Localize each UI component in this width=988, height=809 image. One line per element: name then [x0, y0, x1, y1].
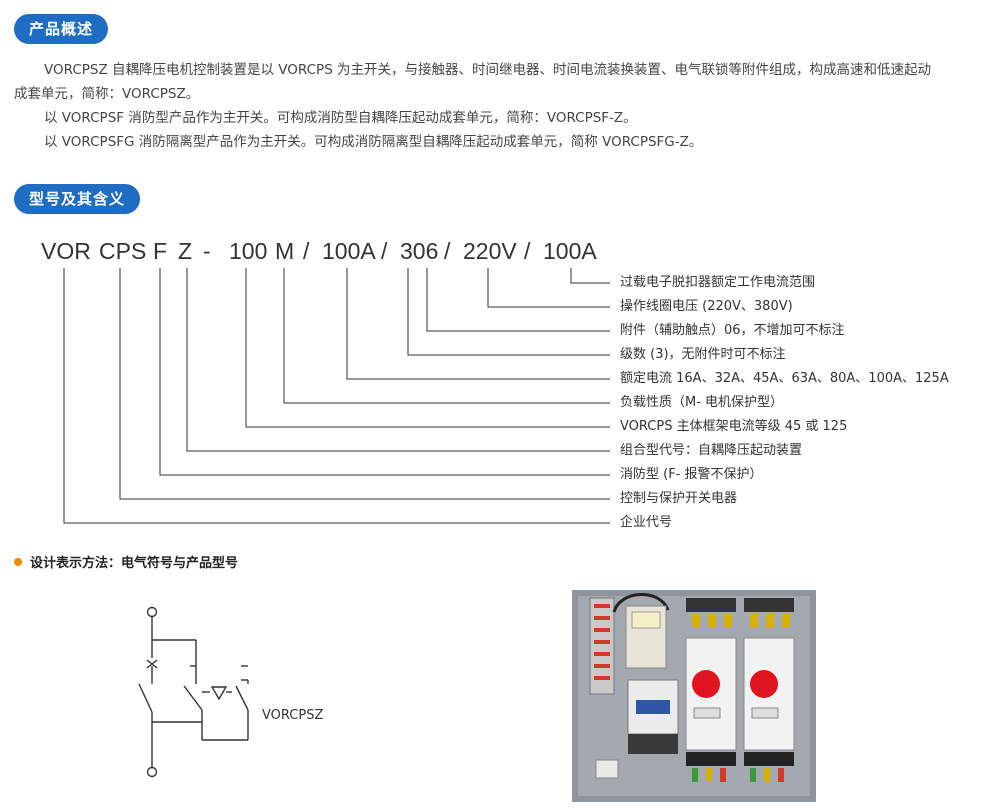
code-100a: 100A	[322, 238, 376, 264]
main-switch-blade	[138, 683, 153, 713]
bracket-line-accessory	[426, 268, 610, 332]
desc-poles: 级数 (3)，无附件时可不标注	[620, 347, 786, 362]
contact-blade-3	[235, 685, 249, 711]
bracket-line-enterprise	[63, 268, 610, 524]
code-220v: 220V	[463, 238, 517, 264]
symbol-label: VORCPSZ	[262, 708, 324, 723]
overview-para2: 以 VORCPSF 消防型产品作为主开关。可构成消防型自耦降压起动成套单元，简称…	[44, 110, 637, 126]
desc-frame-current: VORCPS 主体框架电流等级 45 或 125	[620, 419, 848, 434]
overview-para1-line1: VORCPSZ 自耦降压电机控制装置是以 VORCPS 为主开关，与接触器、时间…	[44, 62, 932, 78]
thermal-relay-triangle	[210, 686, 228, 701]
code-slash-4: /	[524, 238, 531, 264]
bracket-line-frame-current	[245, 268, 610, 428]
code-100a-overload: 100A	[543, 238, 597, 264]
terminal-bottom-circle	[146, 766, 158, 778]
code-306: 306	[400, 238, 439, 264]
desc-combo-code: 组合型代号：自耦降压起动装置	[620, 443, 803, 458]
code-dash: -	[203, 238, 211, 264]
overview-para3: 以 VORCPSFG 消防隔离型产品作为主开关。可构成消防隔离型自耦降压起动成套…	[44, 134, 703, 150]
code-cps: CPS	[99, 238, 147, 264]
desc-fire-type: 消防型 (F- 报警不保护）	[620, 467, 763, 482]
code-slash-2: /	[381, 238, 388, 264]
desc-overload-range: 过载电子脱扣器额定工作电流范围	[620, 275, 816, 290]
code-f: F	[153, 238, 168, 264]
desc-accessory: 附件（辅助触点）06，不增加可不标注	[620, 323, 845, 338]
bracket-line-rated-current	[346, 268, 610, 380]
desc-load-type: 负载性质（M- 电机保护型）	[620, 395, 784, 410]
desc-switch: 控制与保护开关电器	[620, 491, 738, 506]
desc-rated-current: 额定电流 16A、32A、45A、63A、80A、100A、125A	[620, 371, 949, 386]
contact-blade-2	[183, 685, 203, 711]
red-knob-right	[750, 670, 778, 698]
overview-para1-line2: 成套单元，简称：VORCPSZ。	[14, 86, 200, 102]
bracket-line-fire-type	[159, 268, 610, 476]
bracket-line-coil-voltage	[487, 268, 610, 308]
desc-coil-voltage: 操作线圈电压 (220V、380V)	[620, 299, 793, 314]
bracket-line-poles	[407, 268, 610, 356]
code-slash-1: /	[303, 238, 310, 264]
code-100: 100	[229, 238, 268, 264]
symbol-section-title: 设计表示方法：电气符号与产品型号	[14, 552, 238, 571]
terminal-top-circle	[146, 606, 158, 618]
code-slash-3: /	[444, 238, 451, 264]
symbol-section-title-text: 设计表示方法：电气符号与产品型号	[30, 556, 239, 571]
code-vor: VOR	[41, 238, 91, 264]
bracket-line-overload	[570, 268, 610, 284]
bracket-line-load-type	[283, 268, 610, 404]
orange-bullet-icon	[14, 558, 22, 566]
code-z: Z	[178, 238, 193, 264]
code-m: M	[275, 238, 295, 264]
section-title-model: 型号及其含义	[14, 184, 140, 214]
section-title-overview: 产品概述	[14, 14, 108, 44]
bracket-line-combo-code	[186, 268, 610, 452]
red-knob-left	[692, 670, 720, 698]
bracket-line-switch	[119, 268, 610, 500]
desc-enterprise: 企业代号	[620, 515, 673, 530]
